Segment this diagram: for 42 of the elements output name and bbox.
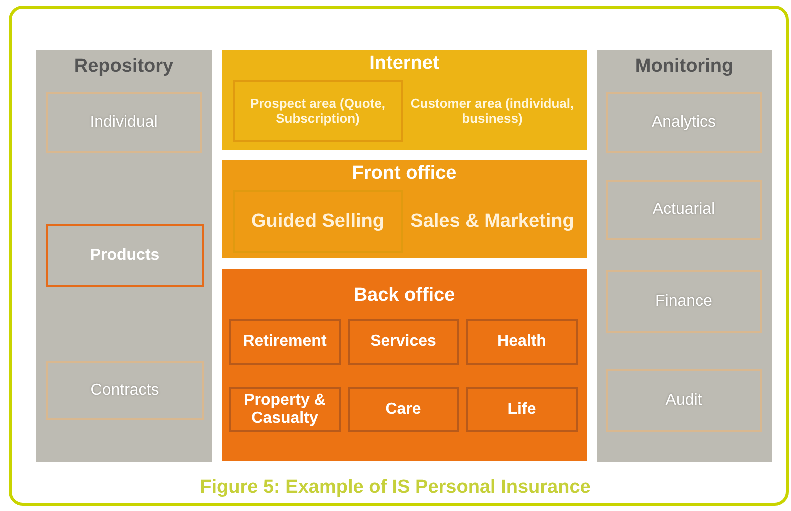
- box-label: Individual: [89, 114, 159, 132]
- box-label: Products: [89, 246, 161, 264]
- box-label: Care: [384, 400, 422, 418]
- module-box: [46, 361, 204, 420]
- module-box: [229, 319, 341, 365]
- box-label: Prospect area (Quote, Subscription): [249, 96, 387, 126]
- panel-heading: Back office: [352, 285, 456, 307]
- box-label: Property & Casualty: [243, 392, 327, 428]
- layer-panel: [222, 50, 587, 150]
- module-box: [348, 319, 459, 365]
- panel-heading: Front office: [351, 163, 458, 185]
- module-box: [46, 92, 202, 153]
- module-box: [606, 92, 762, 153]
- module-box: [606, 270, 762, 333]
- box-label: Audit: [664, 392, 704, 410]
- box-label: Guided Selling: [250, 210, 386, 232]
- module-box: [46, 224, 204, 287]
- box-label: Retirement: [242, 333, 328, 351]
- panel-heading: Repository: [73, 56, 175, 78]
- box-label: Customer area (individual, business): [410, 96, 576, 126]
- module-box: [606, 369, 762, 432]
- module-box: [466, 387, 578, 432]
- panel-heading: Monitoring: [634, 56, 735, 78]
- box-label: Analytics: [650, 114, 718, 132]
- module-box: [348, 387, 459, 432]
- module-box: [233, 80, 403, 142]
- figure-caption: Figure 5: Example of IS Personal Insurance: [199, 477, 592, 499]
- box-label: Finance: [654, 292, 714, 310]
- module-box: [466, 319, 578, 365]
- box-label: Services: [370, 333, 438, 351]
- module-box: [229, 387, 341, 432]
- panel-heading: Internet: [368, 53, 440, 75]
- box-label: Sales & Marketing: [410, 210, 576, 232]
- layer-panel: [222, 160, 587, 258]
- box-label: Life: [506, 400, 538, 418]
- layer-panel: [222, 269, 587, 461]
- module-box: [606, 180, 762, 240]
- box-label: Health: [496, 333, 548, 351]
- column-panel: [36, 50, 212, 462]
- box-label: Actuarial: [652, 201, 716, 219]
- column-panel: [597, 50, 772, 462]
- box-label: Contracts: [90, 382, 160, 400]
